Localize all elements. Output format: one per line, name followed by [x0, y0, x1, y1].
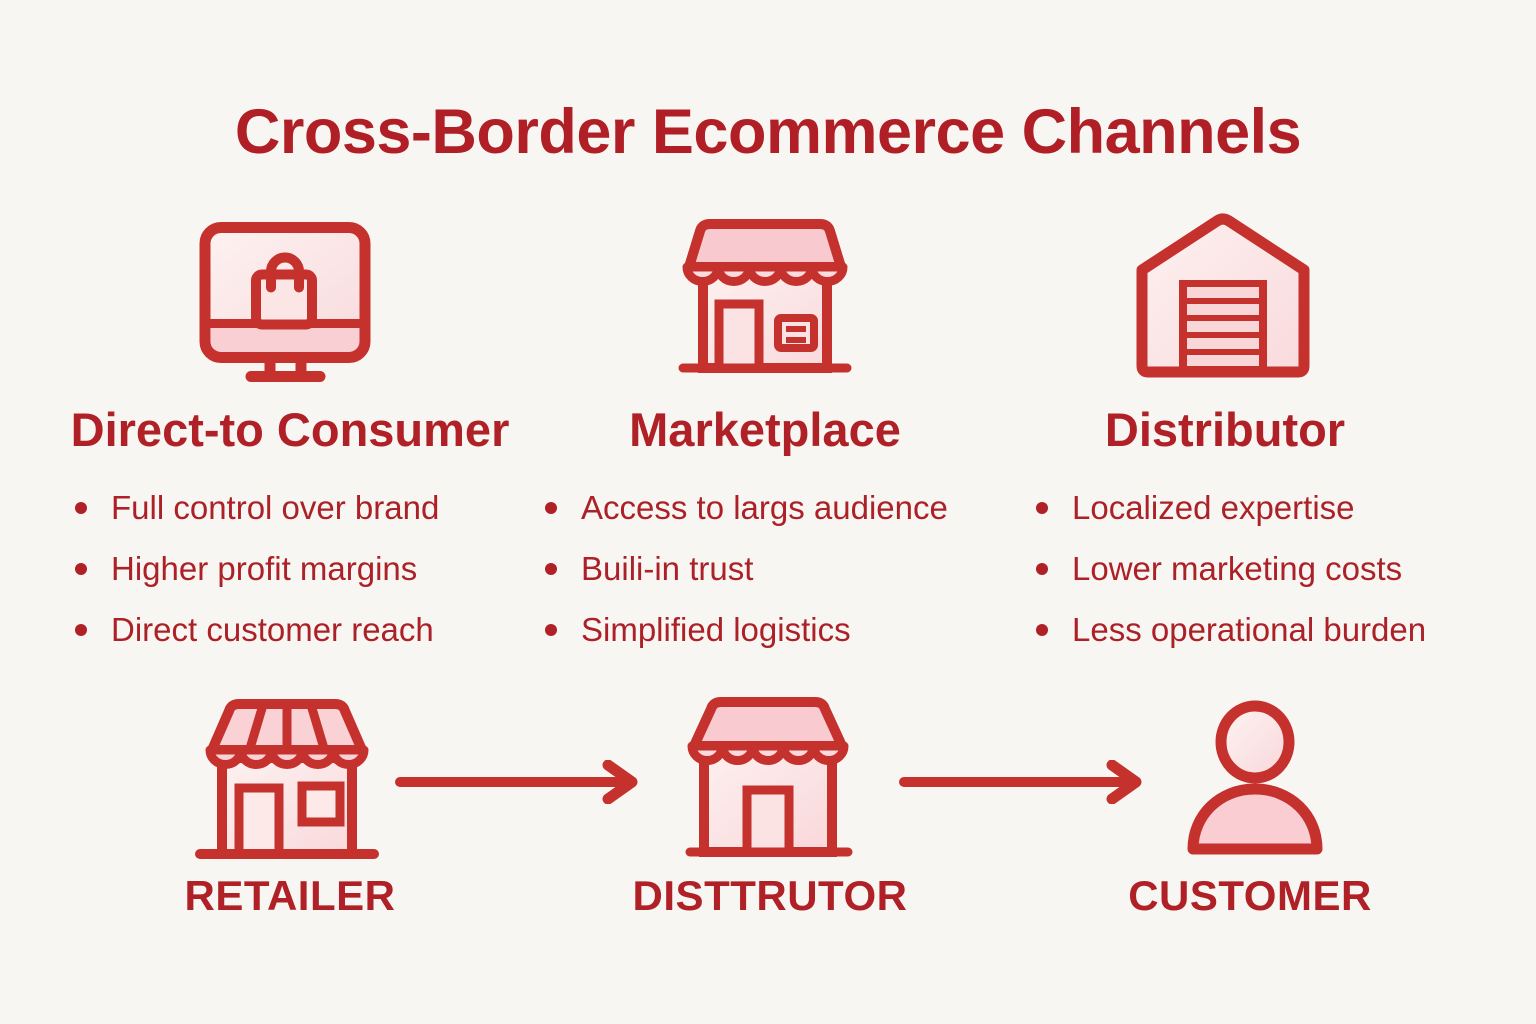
bullet-text: Full control over brand [111, 489, 440, 526]
bullet-text: Direct customer reach [111, 611, 434, 648]
bullet-text: Less operational burden [1072, 611, 1427, 648]
column-heading-direct-to-consumer: Direct-to Consumer [70, 403, 510, 456]
bullet-dot-icon [545, 502, 557, 514]
bullet-dot-icon [1036, 502, 1048, 514]
bullet-list-marketplace: Access to largs audience Buili-in trust … [545, 487, 948, 670]
bullet-dot-icon [75, 563, 87, 575]
bullet-item: Localized expertise [1036, 487, 1426, 528]
retail-store-icon [192, 696, 382, 866]
bullet-text: Higher profit margins [111, 550, 418, 587]
bullet-text: Access to largs audience [581, 489, 948, 526]
page-title: Cross-Border Ecommerce Channels [234, 97, 1302, 167]
monitor-shopping-bag-icon [193, 218, 378, 386]
bullet-item: Access to largs audience [545, 487, 948, 528]
right-arrow-icon [896, 760, 1146, 804]
bullet-text: Simplified logistics [581, 611, 851, 648]
market-stall-icon [676, 694, 861, 864]
bullet-item: Direct customer reach [75, 609, 439, 650]
flow-label-disttrutor: DISTTRUTOR [632, 872, 908, 919]
bullet-list-direct-to-consumer: Full control over brand Higher profit ma… [75, 487, 439, 670]
bullet-list-distributor: Localized expertise Lower marketing cost… [1036, 487, 1426, 670]
bullet-dot-icon [545, 563, 557, 575]
bullet-dot-icon [545, 624, 557, 636]
right-arrow-icon [392, 760, 642, 804]
bullet-dot-icon [75, 502, 87, 514]
storefront-icon [676, 216, 854, 376]
bullet-text: Lower marketing costs [1072, 550, 1403, 587]
bullet-text: Buili-in trust [581, 550, 754, 587]
flow-label-retailer: RETAILER [184, 872, 396, 919]
bullet-item: Less operational burden [1036, 609, 1426, 650]
bullet-dot-icon [1036, 624, 1048, 636]
bullet-item: Buili-in trust [545, 548, 948, 589]
bullet-item: Full control over brand [75, 487, 439, 528]
bullet-dot-icon [75, 624, 87, 636]
bullet-dot-icon [1036, 563, 1048, 575]
column-heading-distributor: Distributor [1104, 403, 1346, 456]
bullet-item: Higher profit margins [75, 548, 439, 589]
flow-label-customer: CUSTOMER [1128, 872, 1372, 919]
person-icon [1183, 700, 1325, 856]
column-heading-marketplace: Marketplace [629, 403, 901, 456]
bullet-item: Lower marketing costs [1036, 548, 1426, 589]
bullet-text: Localized expertise [1072, 489, 1355, 526]
bullet-item: Simplified logistics [545, 609, 948, 650]
warehouse-icon [1128, 210, 1318, 380]
